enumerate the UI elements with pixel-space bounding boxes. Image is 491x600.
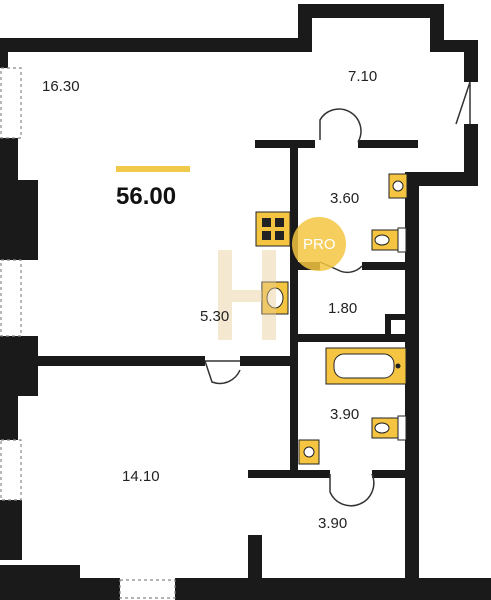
room-area-balcony: 7.10 xyxy=(348,68,378,85)
stove-icon xyxy=(255,211,291,247)
room-area-storage: 1.80 xyxy=(328,300,358,317)
room-area-bathroom-top: 3.60 xyxy=(330,190,360,207)
fixtures xyxy=(255,173,408,465)
bottom-window xyxy=(119,579,176,599)
kitchen-sink-icon xyxy=(261,281,289,315)
bathtub-icon xyxy=(325,347,407,385)
left-windows xyxy=(0,67,22,501)
toilet-icon xyxy=(371,227,407,253)
outer-walls xyxy=(0,4,491,600)
room-area-bathroom-bottom: 3.90 xyxy=(330,406,360,423)
total-area: 56.00 xyxy=(116,183,177,210)
pro-badge-text: PRO xyxy=(303,236,336,253)
room-area-hall: 5.30 xyxy=(200,308,230,325)
pro-badge xyxy=(292,217,346,271)
room-area-corridor: 3.90 xyxy=(318,515,348,532)
watermark-logo xyxy=(218,250,276,340)
room-area-living: 16.30 xyxy=(42,78,80,95)
toilet-icon xyxy=(371,415,407,441)
doors xyxy=(204,81,471,507)
total-area-accent xyxy=(116,166,190,172)
room-area-bedroom: 14.10 xyxy=(122,468,160,485)
